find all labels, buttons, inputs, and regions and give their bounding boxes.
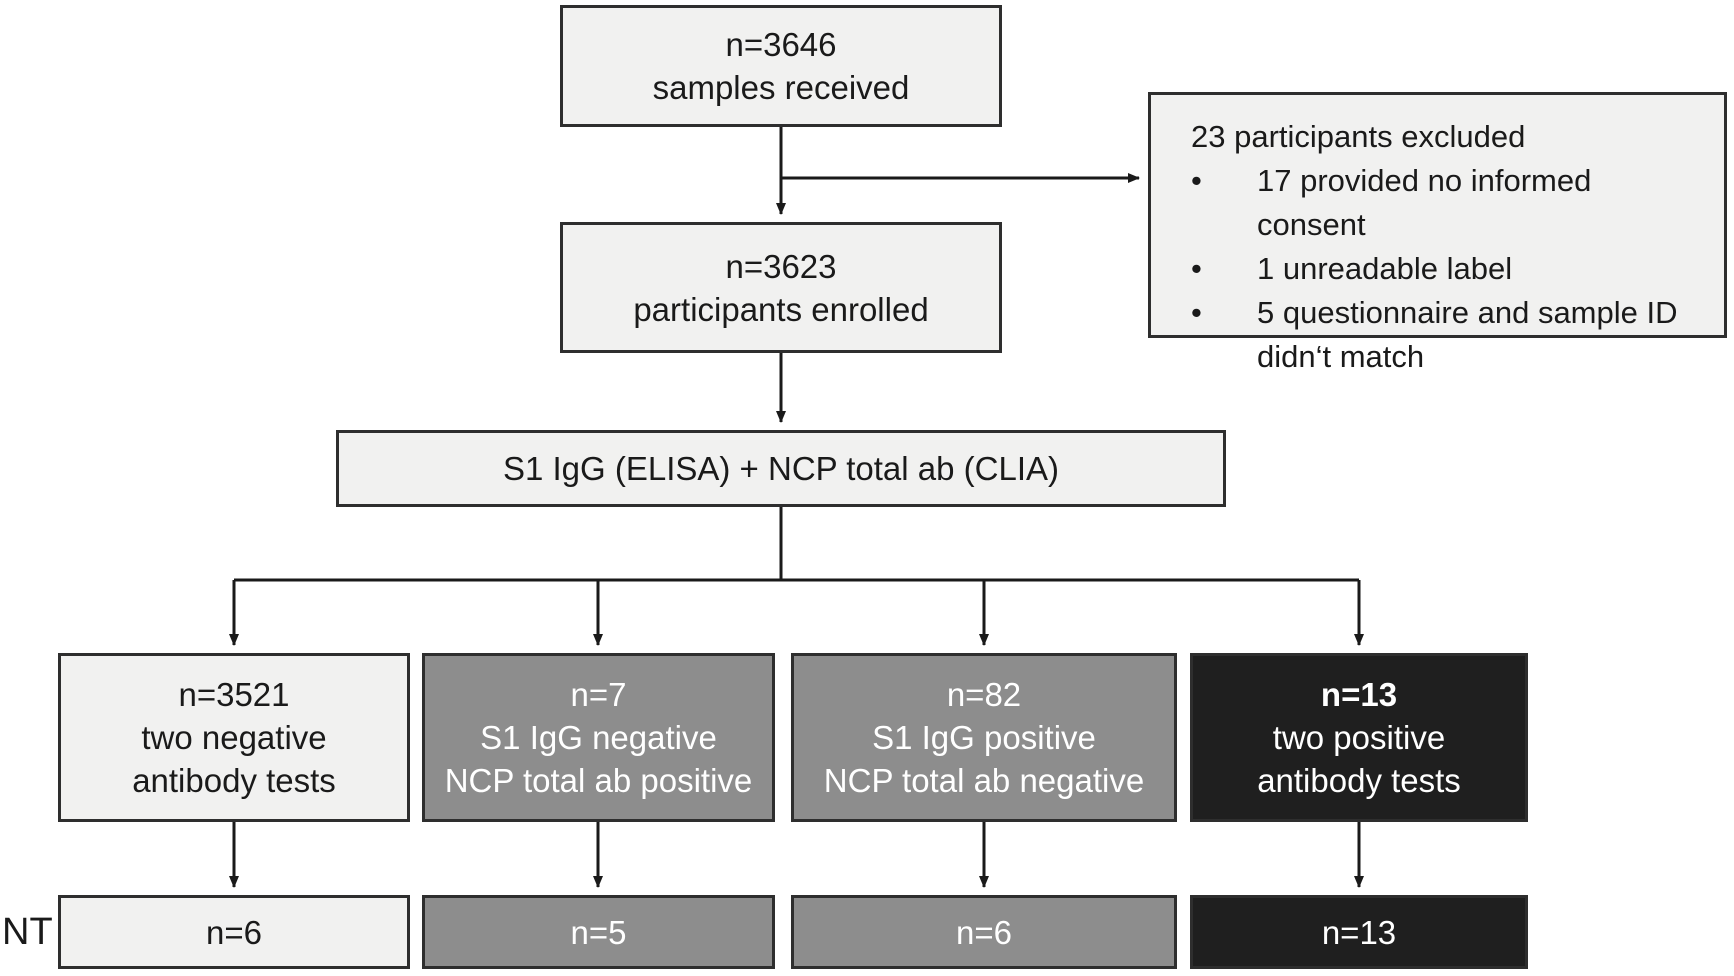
node-nt-s1-positive-ncp-negative: n=6 [791,895,1177,969]
node-outcome-s1-positive-ncp-negative: n=82 S1 IgG positive NCP total ab negati… [791,653,1177,822]
bullet-icon: • [1191,163,1202,198]
node-nt-two-negative: n=6 [58,895,410,969]
nt-count: n=13 [1321,913,1397,951]
nt-count: n=6 [956,913,1012,951]
list-item: • 17 provided no informed consent [1191,159,1706,247]
excluded-title: 23 participants excluded [1191,119,1526,154]
nt-count: n=6 [206,913,262,951]
bullet-icon: • [1191,295,1202,330]
node-nt-s1-negative-ncp-positive: n=5 [422,895,775,969]
node-outcome-s1-negative-ncp-positive: n=7 S1 IgG negative NCP total ab positiv… [422,653,775,822]
list-item: • 5 questionnaire and sample ID didn‘t m… [1191,291,1706,379]
excluded-reason: 1 unreadable label [1257,251,1513,286]
outcome-line: NCP total ab positive [444,762,753,799]
outcome-line: antibody tests [132,762,336,799]
node-assay: S1 IgG (ELISA) + NCP total ab (CLIA) [336,430,1226,507]
excluded-reason: 17 provided no informed consent [1257,163,1592,242]
nt-row-label: NT [2,910,53,953]
bullet-icon: • [1191,251,1202,286]
outcome-line: NCP total ab negative [823,762,1145,799]
outcome-count: n=7 [570,676,627,713]
node-outcome-two-negative: n=3521 two negative antibody tests [58,653,410,822]
samples-count: n=3646 [725,26,837,63]
node-nt-two-positive: n=13 [1190,895,1528,969]
list-item: • 1 unreadable label [1191,247,1706,291]
outcome-line: two positive [1272,719,1446,756]
excluded-reason: 5 questionnaire and sample ID didn‘t mat… [1257,295,1678,374]
assay-label: S1 IgG (ELISA) + NCP total ab (CLIA) [502,450,1060,487]
node-samples-received: n=3646 samples received [560,5,1002,127]
excluded-reasons-list: • 17 provided no informed consent • 1 un… [1191,159,1706,379]
node-participants-enrolled: n=3623 participants enrolled [560,222,1002,353]
outcome-count: n=13 [1320,676,1398,713]
samples-label: samples received [652,69,910,106]
outcome-line: antibody tests [1257,762,1461,799]
outcome-count: n=82 [946,676,1022,713]
outcome-count: n=3521 [178,676,290,713]
outcome-line: S1 IgG negative [480,719,717,756]
enrolled-count: n=3623 [725,247,837,285]
node-outcome-two-positive: n=13 two positive antibody tests [1190,653,1528,822]
nt-count: n=5 [570,913,627,951]
node-participants-excluded: 23 participants excluded • 17 provided n… [1148,92,1727,374]
enrolled-label: participants enrolled [633,290,929,328]
outcome-line: two negative [141,719,327,756]
outcome-line: S1 IgG positive [872,719,1096,756]
